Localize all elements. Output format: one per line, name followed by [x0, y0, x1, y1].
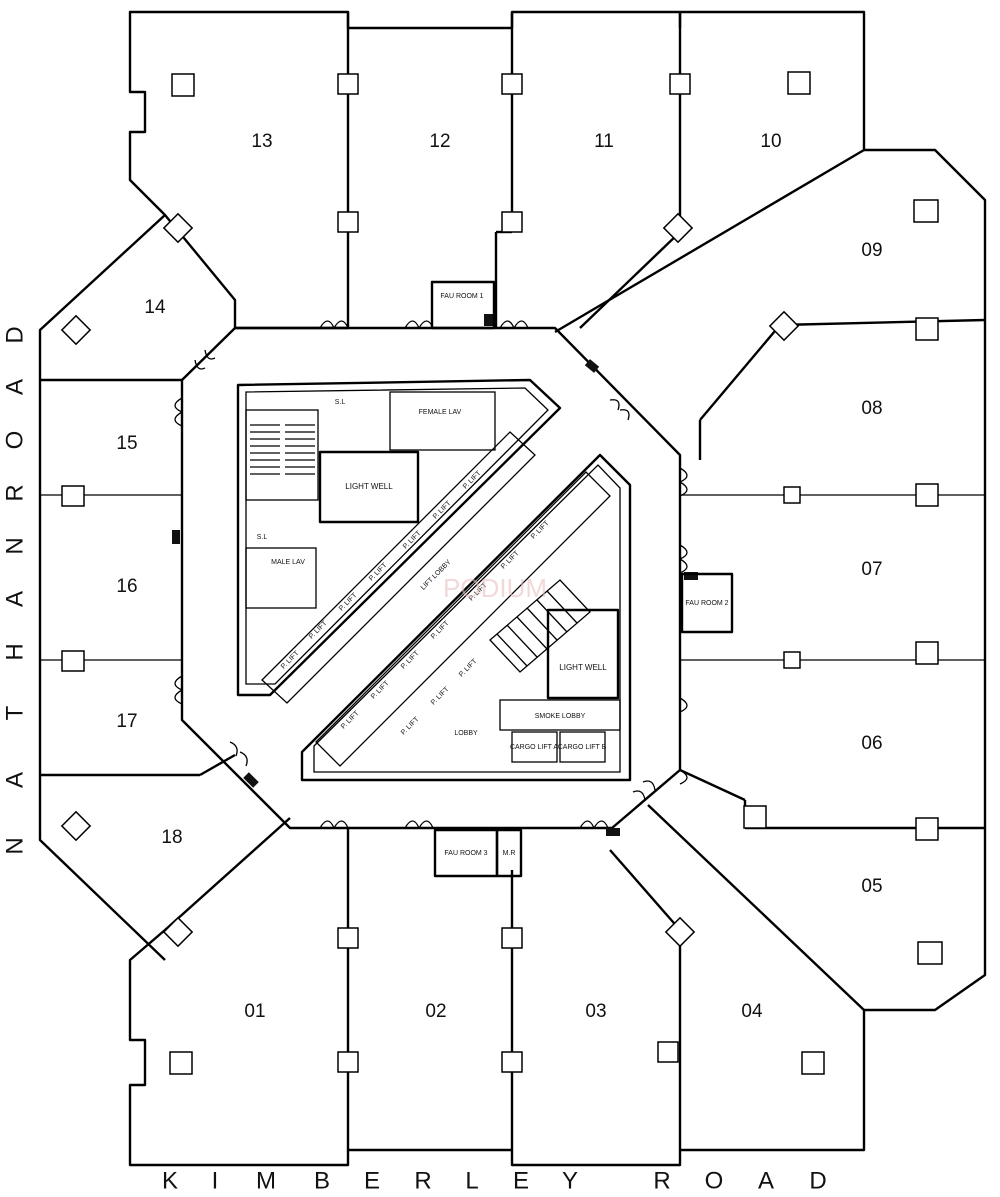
kimberley-road-label: K I M B E R L E Y R O A D [162, 1167, 827, 1194]
road-letter: D [809, 1167, 826, 1194]
unit-label-10: 10 [760, 131, 781, 152]
unit-label-02: 02 [425, 1001, 446, 1022]
lobby-label: LOBBY [454, 730, 478, 737]
road-letter: O [1, 431, 28, 450]
unit-label-08: 08 [861, 398, 882, 419]
watermark: PODIUM [443, 573, 547, 603]
female-lav-label: FEMALE LAV [419, 409, 462, 416]
fau-room-1: FAU ROOM 1 [430, 280, 496, 330]
road-letter: N [1, 537, 28, 554]
unit-label-01: 01 [244, 1001, 265, 1022]
road-letter: B [314, 1167, 330, 1194]
unit-label-15: 15 [116, 433, 137, 454]
unit-label-16: 16 [116, 576, 137, 597]
road-letter: A [1, 379, 28, 395]
mr-label: M.R [503, 850, 516, 857]
equipment-marks [172, 314, 698, 836]
unit-label-11: 11 [594, 131, 614, 152]
sl-label-2: S.L [257, 534, 268, 541]
fau-room-2-label: FAU ROOM 2 [685, 600, 728, 607]
stair-southeast [489, 579, 591, 673]
cargo-lift-b-label: CARGO LIFT B [558, 744, 607, 751]
road-letter: E [364, 1167, 380, 1194]
unit-label-09: 09 [861, 240, 882, 261]
fau-room-1-label: FAU ROOM 1 [440, 293, 483, 300]
unit-label-06: 06 [861, 733, 882, 754]
road-letter: H [1, 643, 28, 660]
road-letter: Y [562, 1167, 578, 1194]
unit-label-14: 14 [144, 297, 166, 318]
road-letter: L [465, 1167, 478, 1194]
unit-label-13: 13 [251, 131, 272, 152]
core-southeast: LIGHT WELL SMOKE LOBBY LOBBY CARGO LIFT … [300, 453, 632, 782]
stair-treads [250, 424, 315, 475]
road-letter: R [653, 1167, 670, 1194]
sl-label-1: S.L [335, 399, 346, 406]
road-letter: A [758, 1167, 774, 1194]
road-letter: E [513, 1167, 529, 1194]
road-letter: T [1, 705, 28, 720]
unit-label-12: 12 [429, 131, 450, 152]
road-letter: K [162, 1167, 178, 1194]
road-letter: R [1, 484, 28, 501]
light-well-2-label: LIGHT WELL [559, 663, 607, 672]
smoke-lobby-label: SMOKE LOBBY [535, 713, 586, 720]
structural-columns [60, 71, 943, 1075]
road-letter: A [1, 772, 28, 788]
road-letter: R [414, 1167, 431, 1194]
road-letter: A [1, 591, 28, 607]
nathan-road-label: N A T H A N R O A D [1, 326, 28, 854]
door-swings [174, 320, 688, 829]
male-lav-label: MALE LAV [271, 559, 305, 566]
road-letter: N [1, 837, 28, 854]
road-letter: M [256, 1167, 276, 1194]
road-letter: D [1, 326, 28, 343]
light-well-1-label: LIGHT WELL [345, 482, 393, 491]
unit-label-18: 18 [161, 827, 182, 848]
fau-room-3-label: FAU ROOM 3 [444, 850, 487, 857]
road-letter: I [212, 1167, 219, 1194]
cargo-lift-a-label: CARGO LIFT A [510, 744, 558, 751]
unit-label-05: 05 [861, 876, 882, 897]
unit-label-07: 07 [861, 559, 882, 580]
fau-room-3: FAU ROOM 3 M.R [433, 828, 523, 878]
road-letter: O [705, 1167, 724, 1194]
lift-bank-northwest [261, 431, 536, 704]
core-northwest: LIGHT WELL FEMALE LAV S.L S.L MALE LAV [236, 378, 562, 704]
unit-labels: 01 02 03 04 05 06 07 08 09 10 11 12 13 1… [116, 131, 882, 1022]
unit-label-04: 04 [741, 1001, 763, 1022]
fau-room-2: FAU ROOM 2 [680, 572, 734, 634]
unit-label-03: 03 [585, 1001, 606, 1022]
unit-label-17: 17 [116, 711, 137, 732]
